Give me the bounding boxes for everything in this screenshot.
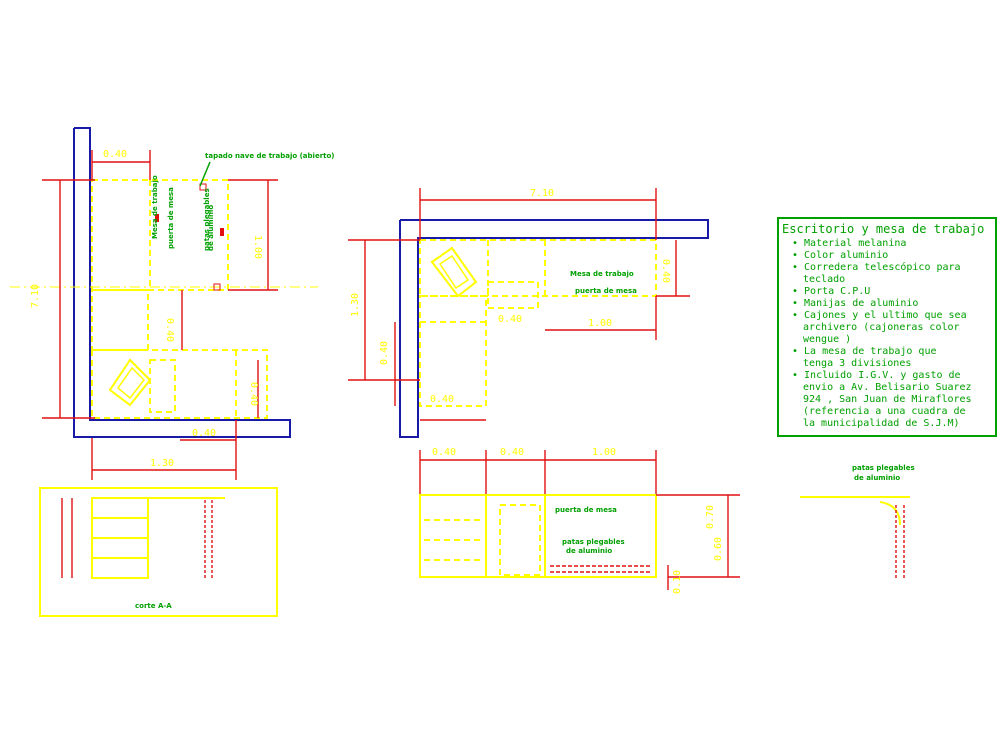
spec-item: • Incluido I.G.V. y gasto de	[792, 370, 961, 381]
desk-bottom-left	[91, 349, 268, 419]
spec-item: • Material melanina	[792, 238, 906, 249]
dim-040-under: 0.40	[498, 314, 522, 325]
elevation-view-middle: 0.40 0.40 1.00 0.70 0.60 0.10 puerta de …	[419, 447, 740, 594]
spec-item: 924 , San Juan de Miraflores	[803, 394, 972, 405]
dim-130-left: 1.30	[350, 293, 361, 317]
detail-folding-leg: patas plegables de aluminio	[800, 464, 915, 580]
label-patas-plegables: patas plegables	[203, 188, 211, 251]
label-puerta-mesa: puerta de mesa	[167, 187, 175, 249]
desk-top-left	[91, 179, 229, 291]
plan-view-middle: 7.10 1.30 0.40 0.40 0.40 1.00 0.40 Mesa …	[348, 188, 709, 438]
label-de-aluminio-3: de aluminio	[854, 474, 900, 482]
label-mesa-trabajo: Mesa de trabajo	[151, 175, 159, 239]
spec-item: (referencia a una cuadra de	[803, 406, 966, 417]
dim-e100: 1.00	[592, 447, 616, 458]
plan-view-left: 0.40 7.10 1.00 0.40 0.40 0.40 1.30 Mesa …	[10, 127, 335, 480]
section-view-aa: corte A-A	[39, 487, 278, 617]
label-de-aluminio: de aluminio	[207, 205, 215, 251]
dim-e060: 0.60	[713, 537, 724, 561]
spec-item: teclado	[803, 274, 845, 285]
label-de-aluminio-2: de aluminio	[566, 547, 612, 555]
chair-icon	[108, 358, 152, 407]
chair-icon-2	[430, 246, 478, 298]
spec-item: • Cajones y el ultimo que sea	[792, 310, 967, 321]
spec-item: • Color aluminio	[792, 250, 888, 261]
label-puerta-mesa-3: puerta de mesa	[555, 506, 617, 514]
dim-040-bottom: 0.40	[192, 428, 216, 439]
spec-item: envio a Av. Belisario Suarez	[803, 382, 972, 393]
dim-e040-b: 0.40	[500, 447, 524, 458]
label-puerta-mesa-2: puerta de mesa	[575, 287, 637, 295]
dim-040-low2: 0.40	[430, 394, 454, 405]
spec-item: tenga 3 divisiones	[803, 358, 911, 369]
dim-040-right2: 0.40	[660, 259, 671, 283]
wall-outline-left	[73, 127, 291, 438]
label-patas-plegables-2: patas plegables	[562, 538, 625, 546]
spec-item: • Porta C.P.U	[792, 286, 870, 297]
spec-box: Escritorio y mesa de trabajo • Material …	[777, 217, 997, 437]
label-tapa-note: tapado nave de trabajo (abierto)	[205, 152, 335, 160]
dim-710-top: 7.10	[530, 188, 554, 199]
dim-100-right: 1.00	[252, 235, 263, 259]
spec-item: wengue )	[803, 334, 851, 345]
dim-e040-a: 0.40	[432, 447, 456, 458]
label-mesa-trabajo-2: Mesa de trabajo	[570, 270, 634, 278]
dim-040-low: 0.40	[248, 382, 259, 406]
spec-item: • Manijas de aluminio	[792, 298, 918, 309]
spec-title: Escritorio y mesa de trabajo	[782, 222, 984, 236]
dim-040-mid: 0.40	[164, 318, 175, 342]
spec-item: • Corredera telescópico para	[792, 261, 961, 273]
wall-outline-middle	[399, 219, 709, 438]
spec-item: la municipalidad de S.J.M)	[803, 418, 960, 429]
dim-710-left: 7.10	[30, 284, 41, 308]
dim-130-bottom: 1.30	[150, 458, 174, 469]
dim-e070: 0.70	[705, 505, 716, 529]
dim-040-left2: 0.40	[379, 341, 390, 365]
label-patas-plegables-3: patas plegables	[852, 464, 915, 472]
spec-item: • La mesa de trabajo que	[792, 346, 937, 357]
dim-e010: 0.10	[672, 570, 683, 594]
spec-item: archivero (cajoneras color	[803, 322, 960, 333]
dim-100-under: 1.00	[588, 318, 612, 329]
label-corte-aa: corte A-A	[135, 602, 172, 610]
dim-040-top: 0.40	[103, 149, 127, 160]
